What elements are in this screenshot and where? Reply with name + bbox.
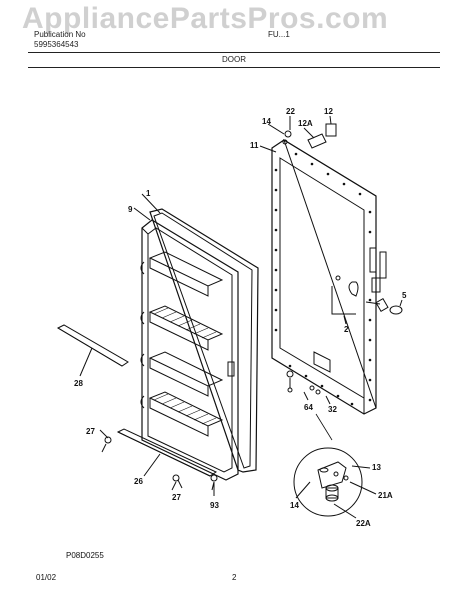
footer-page: 2 [232, 573, 237, 582]
panel-screw-holes [274, 152, 372, 406]
callout-14-top: 14 [262, 117, 271, 126]
screw-icon [101, 436, 218, 491]
callout-2: 2 [344, 325, 349, 334]
footer-date: 01/02 [36, 573, 57, 582]
publication-label: Publication No [34, 30, 86, 39]
callout-1: 1 [146, 189, 151, 198]
hinge-cap [389, 305, 403, 315]
model-number: FU...1 [268, 30, 290, 39]
callout-26: 26 [134, 477, 143, 486]
shelf-trim-28 [56, 324, 129, 367]
callout-21a: 21A [378, 491, 393, 500]
callout-27-upper: 27 [86, 427, 95, 436]
callout-28: 28 [74, 379, 83, 388]
header-divider-bottom [28, 67, 440, 68]
callout-22a: 22A [356, 519, 371, 528]
watermark: AppliancePartsPros.com [22, 2, 389, 35]
callout-11: 11 [250, 141, 259, 150]
shelf-grille [153, 307, 217, 425]
callout-12a: 12A [298, 119, 313, 128]
publication-number: 5995364543 [34, 40, 79, 49]
hinge-plate [317, 461, 347, 489]
diagram-code: P08D0255 [66, 551, 104, 560]
handle-bracket [348, 281, 359, 297]
hinge-pin-icon [284, 130, 292, 138]
callout-14-bubble: 14 [290, 501, 299, 510]
section-title: DOOR [222, 55, 246, 64]
door-liner [140, 208, 259, 481]
callout-9: 9 [128, 205, 133, 214]
callout-32: 32 [328, 405, 337, 414]
callout-27-lower: 27 [172, 493, 181, 502]
label-12 [325, 123, 337, 137]
label-12a [307, 133, 327, 149]
callout-13: 13 [372, 463, 381, 472]
callout-64: 64 [304, 403, 313, 412]
header-divider-top [28, 52, 440, 53]
callout-22: 22 [286, 107, 295, 116]
callout-12: 12 [324, 107, 333, 116]
detail-bubble [293, 447, 363, 517]
callout-93: 93 [210, 501, 219, 510]
outer-door-panel [271, 138, 387, 415]
hinge-block [375, 297, 389, 313]
callout-5: 5 [402, 291, 407, 300]
